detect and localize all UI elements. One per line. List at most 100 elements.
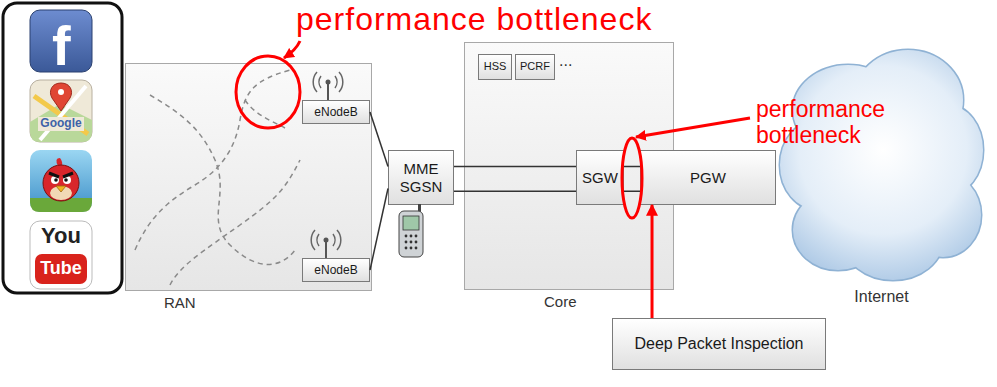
maps-pin <box>50 83 71 111</box>
mme-box: MME SGSN <box>388 150 454 205</box>
birds-icon <box>30 150 92 212</box>
link-line <box>454 166 576 168</box>
antenna-tip <box>326 80 331 85</box>
phone-screen <box>403 216 419 230</box>
label-anchor: performance bottleneck <box>756 96 890 149</box>
link-line <box>624 166 640 168</box>
sgw-box: SGW <box>576 150 624 205</box>
facebook-letter: f <box>52 18 71 74</box>
phone-key <box>405 241 408 244</box>
link-line <box>370 112 388 167</box>
label-anchor: Google <box>30 113 92 131</box>
antenna-symbol <box>313 72 343 100</box>
app-panel <box>3 3 122 293</box>
cloud-outline <box>780 50 983 280</box>
node-text: PCRF <box>520 60 550 73</box>
cloud-lobe <box>843 200 943 280</box>
antenna-mast <box>325 242 327 258</box>
pcrf-box: PCRF <box>515 54 555 80</box>
region-label: Internet <box>778 287 985 306</box>
bottleneck-callout: performance bottleneck <box>756 96 890 149</box>
bottleneck-callout: performance bottleneck <box>296 1 652 38</box>
phone-body <box>399 211 423 257</box>
bird-tuft <box>56 158 62 166</box>
region-label: Core <box>465 293 673 311</box>
link-line <box>370 189 388 271</box>
maps-park <box>30 104 92 142</box>
link-line <box>454 191 576 193</box>
hss-box: HSS <box>478 54 512 80</box>
ran-region: eNodeBeNodeBRAN <box>125 63 372 291</box>
mobility-path <box>170 160 300 285</box>
bird-brows <box>49 173 73 177</box>
maps-wordmark: Google <box>38 117 83 131</box>
phone-key <box>415 235 418 238</box>
internet-cloud: Internet <box>778 40 985 285</box>
phone-key <box>405 247 408 250</box>
bottleneck-ellipse <box>236 56 300 128</box>
node-text: eNodeB <box>314 105 357 119</box>
pgw-box: PGW <box>640 150 776 205</box>
youtube-red-box <box>35 254 87 284</box>
label-anchor: You <box>30 223 92 248</box>
phone-key <box>410 235 413 238</box>
bird-pupil <box>64 178 68 182</box>
antenna-mast <box>327 84 329 100</box>
bird-body <box>43 165 79 201</box>
maps-road <box>34 96 88 134</box>
mobility-path <box>135 70 290 250</box>
inspection-arrow <box>651 205 654 318</box>
node-text: SGW <box>582 169 618 187</box>
phone-keypad <box>405 235 418 250</box>
phone-key <box>405 235 408 238</box>
bird-eye <box>63 176 71 184</box>
cloud-fill <box>780 50 983 280</box>
node-text: MME SGSN <box>392 160 450 196</box>
ellipsis-note: ... <box>559 52 572 70</box>
mobility-paths <box>135 70 300 285</box>
label-anchor: ... <box>559 52 572 70</box>
node-text: HSS <box>484 60 507 73</box>
label-anchor: performance bottleneck <box>296 1 652 38</box>
link-line <box>624 191 640 193</box>
bird-pupil <box>54 178 58 182</box>
cloud-shape <box>778 40 985 285</box>
antenna-waves <box>313 72 343 92</box>
antenna-tip <box>324 238 329 243</box>
mobility-path <box>150 95 295 264</box>
bird-beak <box>56 186 66 192</box>
maps-icon <box>30 80 92 142</box>
bird-belly <box>50 186 72 200</box>
birds-ground <box>30 198 92 212</box>
bottleneck-ellipse <box>622 138 642 218</box>
node-text: PGW <box>690 169 726 187</box>
dpi-box: Deep Packet Inspection <box>612 318 826 370</box>
callout-arrow <box>284 41 300 58</box>
antenna-symbol <box>311 230 341 258</box>
phone-key <box>415 241 418 244</box>
node-text: Deep Packet Inspection <box>635 334 804 353</box>
mobility-path <box>245 100 285 128</box>
antenna-waves <box>311 230 341 250</box>
phone-key <box>415 247 418 250</box>
enodeb-box: eNodeB <box>302 100 370 124</box>
label-anchor: Tube <box>35 258 87 279</box>
phone-key <box>410 247 413 250</box>
cloud-lobe <box>843 200 943 280</box>
youtube-icon <box>30 221 92 289</box>
label-anchor: f <box>52 18 71 74</box>
enodeb-box: eNodeB <box>302 258 370 282</box>
phone-symbol <box>399 204 423 257</box>
maps-road <box>40 86 86 140</box>
phone-key <box>410 241 413 244</box>
phone-antenna <box>418 204 421 212</box>
node-text: eNodeB <box>314 263 357 277</box>
youtube-wordmark: Tube <box>40 258 82 279</box>
youtube-wordmark: You <box>41 223 81 248</box>
callout-arrow <box>636 118 750 137</box>
bird-eye <box>51 176 59 184</box>
maps-pin-dot <box>58 89 64 95</box>
region-label: RAN <box>126 294 371 312</box>
